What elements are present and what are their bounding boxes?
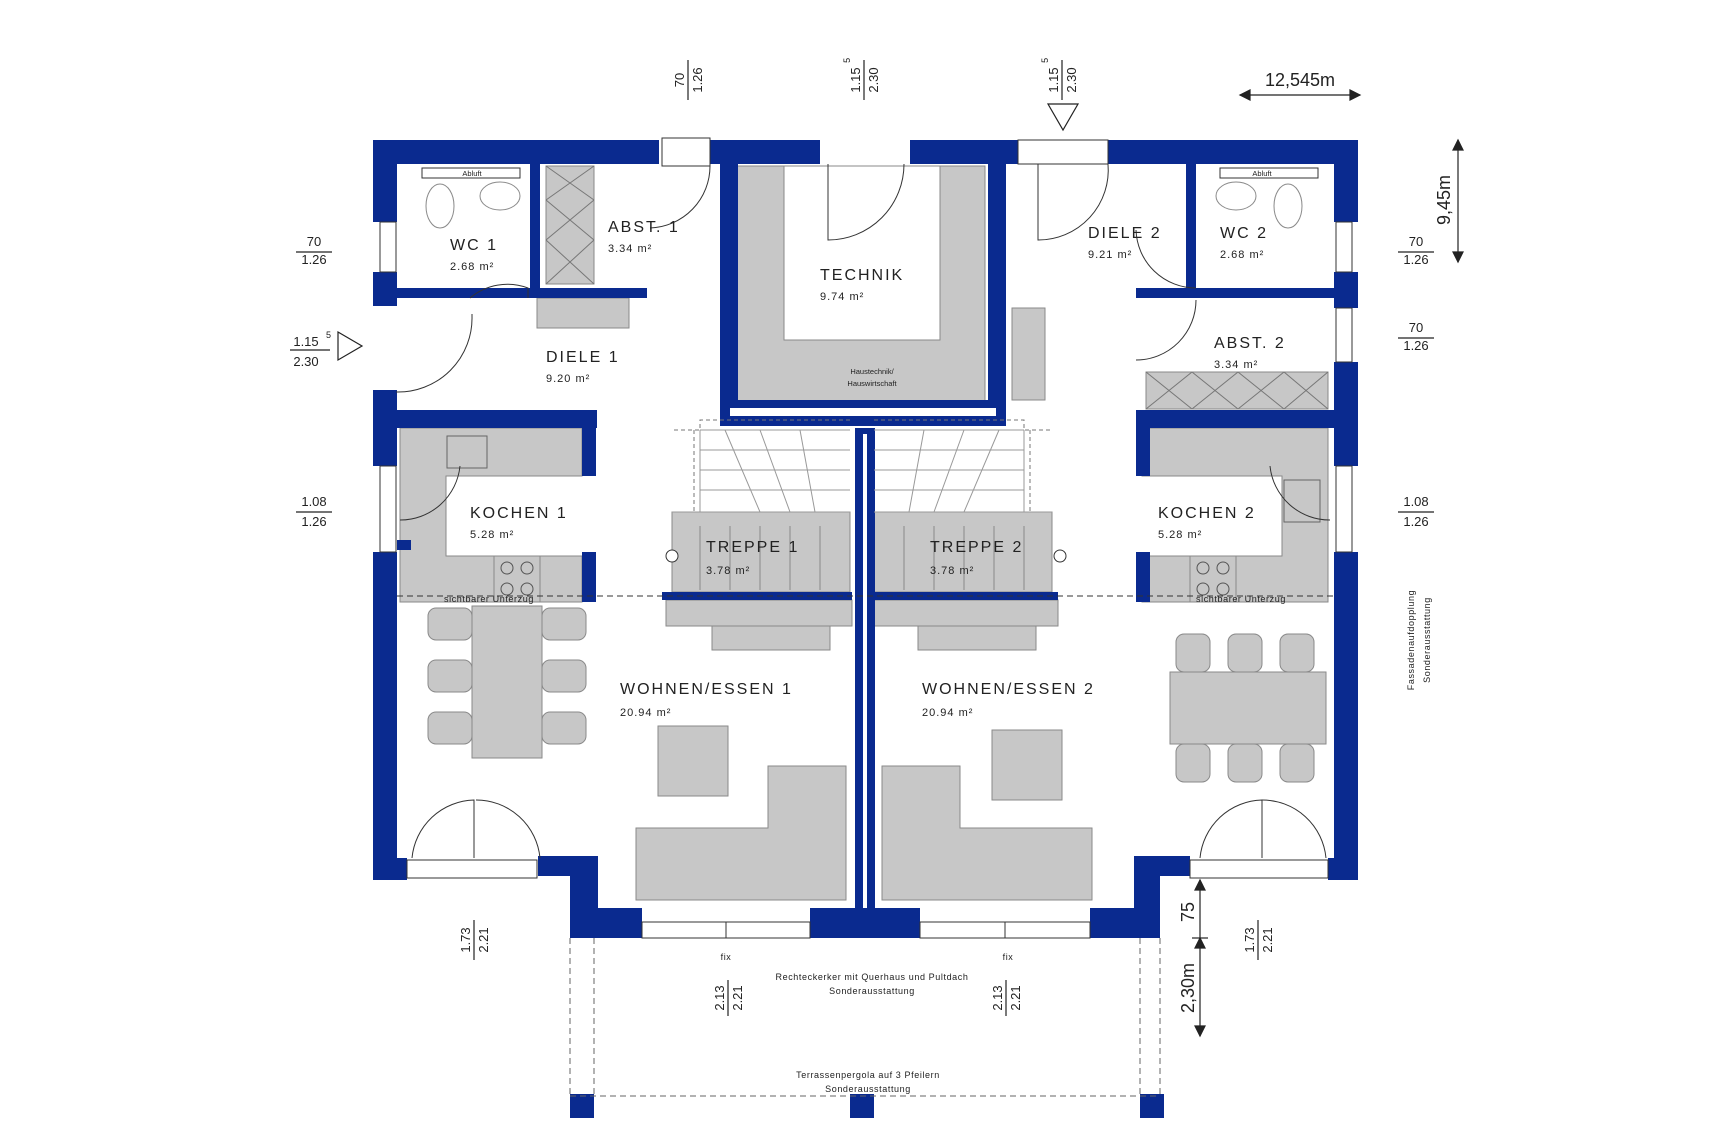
dim-top-left-a: 70 [672, 73, 687, 87]
sofa-2 [881, 765, 1093, 901]
dim-bottom-left-b: 2.21 [476, 927, 491, 952]
note-unterzug-1: sichtbarer Unterzug [444, 594, 534, 604]
room-diele2: DIELE 2 [1088, 225, 1162, 242]
overall-width: 12,545m [1265, 70, 1335, 90]
dim-left-kitchen-a: 1.08 [301, 494, 326, 509]
dim-top-mid-left-a: 1.15 [848, 67, 863, 92]
dimension-lines [290, 60, 1464, 1038]
toilet-wc1 [425, 183, 455, 229]
dim-bottom-left-a: 1.73 [458, 927, 473, 952]
dim-left-entry-b: 2.30 [293, 354, 318, 369]
dim-right-kitchen-a: 1.08 [1403, 494, 1428, 509]
area-diele1: 9.20 m² [546, 373, 590, 385]
dim-top-mid-left-b: 2.30 [866, 67, 881, 92]
sink-wc2 [1215, 181, 1257, 211]
area-wohnen1: 20.94 m² [620, 707, 671, 719]
dim-top-mid-left-sup: 5 [842, 57, 852, 63]
kitchen-1-sink [446, 435, 488, 469]
dim-left-entry-a: 1.15 [293, 334, 318, 349]
room-technik: TECHNIK [820, 267, 904, 284]
shelf-abst2 [1145, 371, 1329, 410]
toilet-wc2 [1273, 183, 1303, 229]
area-abst1: 3.34 m² [608, 243, 652, 255]
dim-right-wc-a: 70 [1409, 234, 1423, 249]
note-abluft-1: Abluft [462, 169, 482, 178]
dim-bottom-right-b: 2.21 [1260, 927, 1275, 952]
kitchen-2-stove [1189, 555, 1237, 603]
area-kochen1: 5.28 m² [470, 529, 514, 541]
coffee-table-1 [657, 725, 729, 797]
area-wc1: 2.68 m² [450, 261, 494, 273]
dim-left-kitchen-b: 1.26 [301, 514, 326, 529]
area-diele2: 9.21 m² [1088, 249, 1132, 261]
room-abst1: ABST. 1 [608, 219, 680, 236]
dim-right-abst-a: 70 [1409, 320, 1423, 335]
dim-left-wc-a: 70 [307, 234, 321, 249]
walls [373, 140, 1358, 1118]
note-abluft-2: Abluft [1252, 169, 1272, 178]
note-unterzug-2: sichtbarer Unterzug [1196, 594, 1286, 604]
note-fix-1: fix [721, 952, 732, 962]
dim-bottom-right-a: 1.73 [1242, 927, 1257, 952]
note-pergola-2: Sonderausstattung [825, 1084, 911, 1094]
area-wohnen2: 20.94 m² [922, 707, 973, 719]
area-treppe2: 3.78 m² [930, 565, 974, 577]
dim-top-left-b: 1.26 [690, 67, 705, 92]
bay-offset: 75 [1178, 902, 1198, 922]
room-kochen1: KOCHEN 1 [470, 505, 568, 522]
area-technik: 9.74 m² [820, 291, 864, 303]
sink-wc1 [479, 181, 521, 211]
overall-depth: 9,45m [1434, 175, 1454, 225]
dim-right-kitchen-b: 1.26 [1403, 514, 1428, 529]
area-treppe1: 3.78 m² [706, 565, 750, 577]
note-pergola-1: Terrassenpergola auf 3 Pfeilern [796, 1070, 940, 1080]
dim-top-mid-right-a: 1.15 [1046, 67, 1061, 92]
labels: 12,545m 9,45m 2,30m 75 WC 1 2.68 m² ABST… [293, 57, 1454, 1094]
area-abst2: 3.34 m² [1214, 359, 1258, 371]
technik-note-1: Haustechnik/ [850, 367, 894, 376]
shelf-abst1 [545, 165, 595, 285]
dining-table-2 [1169, 671, 1327, 745]
coffee-table-2 [991, 729, 1063, 801]
technik-note-2: Hauswirtschaft [847, 379, 897, 388]
dining-table-1 [471, 605, 543, 759]
dim-left-entry-sup: 5 [326, 330, 332, 340]
dim-right-abst-b: 1.26 [1403, 338, 1428, 353]
dim-bay-right-b: 2.21 [1008, 985, 1023, 1010]
note-erker-1: Rechteckerker mit Querhaus und Pultdach [776, 972, 969, 982]
note-fix-2: fix [1003, 952, 1014, 962]
room-treppe2: TREPPE 2 [930, 539, 1023, 556]
kitchen-2-sink [1283, 479, 1321, 523]
note-fassade-1: Fassadenaufdopplung [1406, 590, 1416, 690]
bay-depth: 2,30m [1178, 963, 1198, 1013]
room-wohnen1: WOHNEN/ESSEN 1 [620, 681, 793, 698]
room-kochen2: KOCHEN 2 [1158, 505, 1256, 522]
dim-bay-left-b: 2.21 [730, 985, 745, 1010]
dim-top-mid-right-b: 2.30 [1064, 67, 1079, 92]
room-wc1: WC 1 [450, 237, 498, 254]
note-erker-2: Sonderausstattung [829, 986, 915, 996]
dim-left-wc-b: 1.26 [301, 252, 326, 267]
bench-diele1 [536, 297, 630, 329]
dim-right-wc-b: 1.26 [1403, 252, 1428, 267]
dim-bay-left-a: 2.13 [712, 985, 727, 1010]
room-wc2: WC 2 [1220, 225, 1268, 242]
bench-diele2 [1011, 307, 1046, 401]
note-fassade-2: Sonderausstattung [1422, 597, 1432, 683]
room-diele1: DIELE 1 [546, 349, 620, 366]
area-wc2: 2.68 m² [1220, 249, 1264, 261]
sofa-1 [635, 765, 847, 901]
room-treppe1: TREPPE 1 [706, 539, 799, 556]
dim-bay-right-a: 2.13 [990, 985, 1005, 1010]
dim-top-mid-right-sup: 5 [1040, 57, 1050, 63]
room-abst2: ABST. 2 [1214, 335, 1286, 352]
openings [379, 137, 1353, 1097]
room-wohnen2: WOHNEN/ESSEN 2 [922, 681, 1095, 698]
area-kochen2: 5.28 m² [1158, 529, 1202, 541]
